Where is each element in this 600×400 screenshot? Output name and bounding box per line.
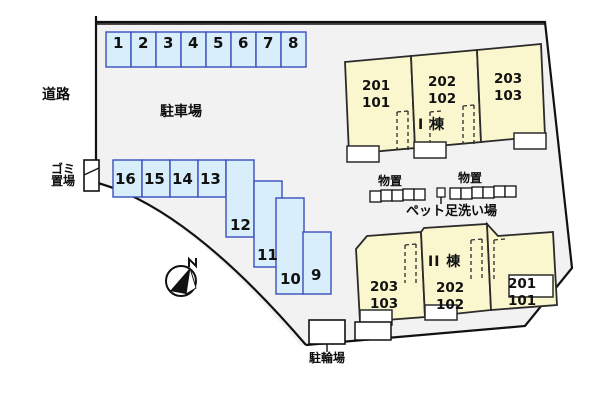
compass-needle-dark (170, 268, 190, 294)
building-2-entrance-2[interactable] (424, 304, 458, 321)
parking-stall[interactable] (205, 31, 232, 68)
utility-box (354, 321, 392, 341)
parking-stall[interactable] (197, 159, 227, 198)
building-1-entrance-3[interactable] (513, 132, 547, 150)
site-boundary-right (96, 20, 574, 347)
parking-stall[interactable] (169, 159, 199, 198)
storage-unit[interactable] (460, 187, 473, 200)
parking-stall[interactable] (275, 197, 305, 295)
bicycle-parking-box[interactable] (308, 319, 346, 345)
storage-unit[interactable] (449, 187, 462, 200)
building-1-entrance-2[interactable] (413, 141, 447, 159)
parking-stall[interactable] (105, 31, 132, 68)
parking-stall[interactable] (155, 31, 182, 68)
building-1-stair-2 (462, 104, 475, 144)
garbage-shed-leader (83, 167, 100, 176)
storage-unit[interactable] (402, 188, 415, 201)
building-1-unit-2[interactable] (410, 49, 482, 149)
storage-unit[interactable] (471, 186, 484, 199)
parking-stall[interactable] (225, 159, 255, 238)
building-2-unit-1[interactable] (355, 231, 426, 323)
garbage-shed-box[interactable] (83, 159, 100, 192)
storage-unit[interactable] (493, 185, 506, 198)
compass-north-glyph (188, 256, 197, 269)
parking-stall[interactable] (130, 31, 157, 68)
storage-unit[interactable] (504, 185, 517, 198)
parking-stall[interactable] (280, 31, 307, 68)
parking-stall[interactable] (180, 31, 207, 68)
compass-needle-light (185, 267, 197, 295)
parking-stall[interactable] (230, 31, 257, 68)
building-2-unit-2[interactable] (420, 223, 492, 318)
building-2-stair-3 (493, 238, 506, 279)
storage-unit[interactable] (380, 189, 393, 202)
building-1-group (344, 43, 547, 163)
storage-sheds-left[interactable] (369, 188, 426, 203)
building-1-stair-3 (429, 110, 442, 144)
parking-stall[interactable] (112, 159, 143, 198)
parking-row-top (105, 31, 307, 68)
storage-sheds-right[interactable] (449, 185, 517, 200)
building-2-stair-2 (470, 238, 483, 279)
building-2-stair-1 (404, 243, 417, 283)
storage-unit[interactable] (369, 190, 382, 203)
storage-unit[interactable] (413, 188, 426, 201)
pet-wash-fixture[interactable] (436, 187, 446, 198)
parking-stall[interactable] (141, 159, 171, 198)
storage-unit[interactable] (482, 186, 495, 199)
compass-rose (165, 256, 197, 297)
storage-unit[interactable] (391, 189, 404, 202)
building-1-unit-3[interactable] (476, 43, 546, 143)
parking-row-lower (112, 159, 332, 295)
building-2-entrance-3[interactable] (508, 274, 554, 298)
parking-stall[interactable] (302, 231, 332, 295)
building-1-entrance-1[interactable] (346, 145, 380, 163)
building-1-unit-1[interactable] (344, 55, 416, 155)
building-1-stair-1 (396, 110, 409, 150)
parking-stall[interactable] (255, 31, 282, 68)
